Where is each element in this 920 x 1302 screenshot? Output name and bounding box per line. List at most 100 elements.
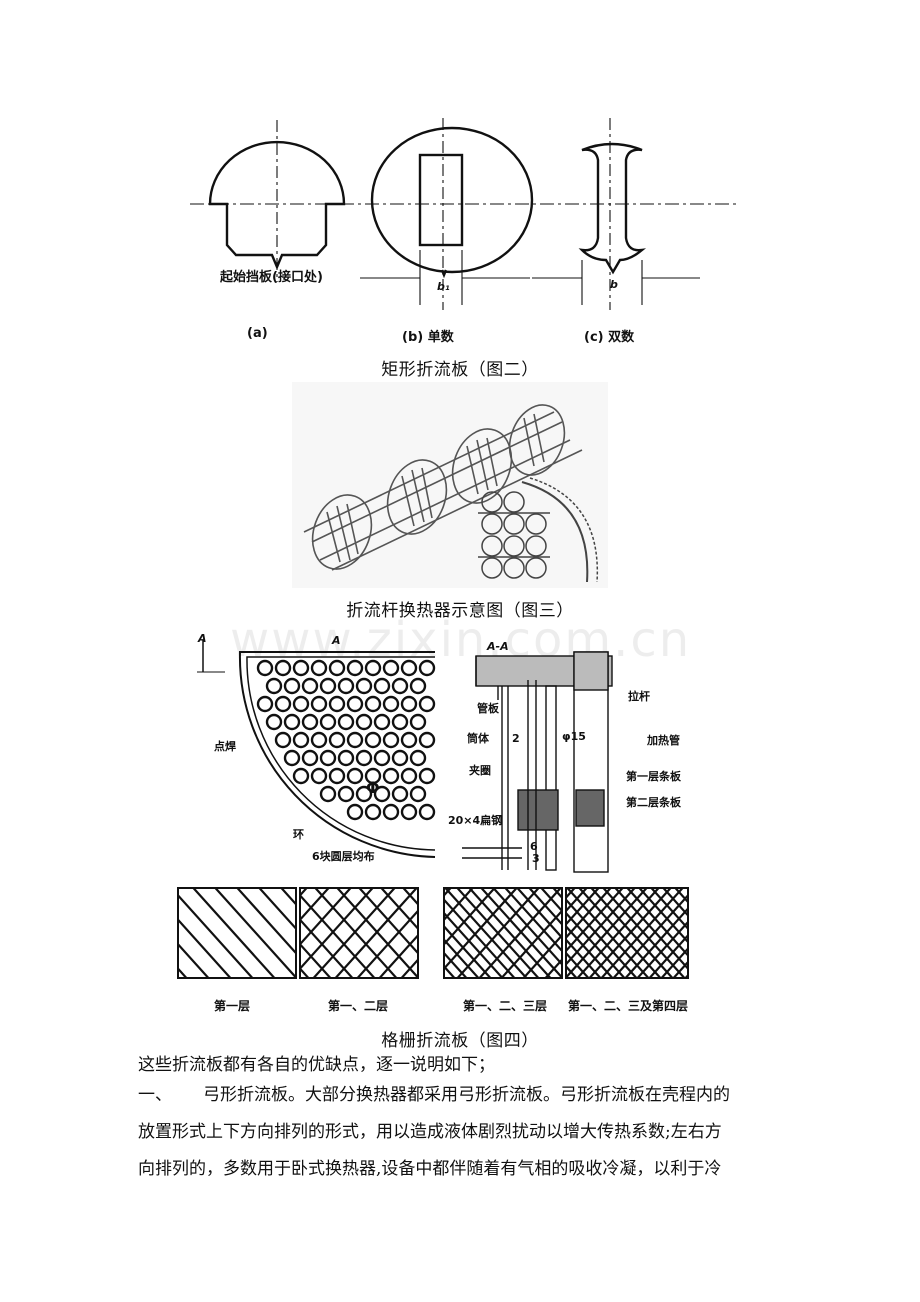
figure4-label-two: 2 xyxy=(512,732,520,745)
grid-strip xyxy=(566,888,625,953)
tube-hole xyxy=(274,731,292,749)
tube-hole xyxy=(346,767,364,785)
figure4-label-ring: 环 xyxy=(293,828,304,841)
grid-strip xyxy=(444,888,497,946)
grid-strip xyxy=(312,888,397,978)
tube-hole xyxy=(373,713,391,731)
tube-hole xyxy=(382,731,400,749)
grid-strip xyxy=(566,888,649,978)
figure2-panel-a: (a) xyxy=(247,326,268,341)
grid-strip xyxy=(235,888,296,955)
grid-strip xyxy=(503,888,562,953)
grid-panel-3 xyxy=(443,887,563,979)
tube-hole xyxy=(292,695,310,713)
tube-hole xyxy=(355,713,373,731)
grid-strip xyxy=(279,888,296,906)
figure2-drawing xyxy=(190,118,738,310)
grid-strip xyxy=(600,888,685,978)
figure2-label-start-baffle: 起始挡板(接口处) xyxy=(220,270,323,285)
tube-hole xyxy=(364,695,382,713)
grid-strip xyxy=(257,888,296,931)
grid-strip xyxy=(400,958,418,978)
figure4-label-guanban: 管板 xyxy=(477,702,499,715)
tube-hole xyxy=(346,731,364,749)
baffle-b-slot xyxy=(418,153,464,247)
tube-hole xyxy=(409,749,427,767)
tube-hole xyxy=(337,749,355,767)
figure4-label-jiare: 加热管 xyxy=(647,734,680,747)
grid-strip xyxy=(178,942,210,978)
figure4-label-jiaquan: 夹圈 xyxy=(469,764,491,777)
baffle-a-outline xyxy=(208,140,346,271)
baffle-b-circle xyxy=(370,126,534,274)
tube-hole xyxy=(292,659,310,677)
figure4-label-layer1-strip: 第一层条板 xyxy=(626,770,681,783)
grid-strip xyxy=(694,882,700,982)
tube-hole xyxy=(301,713,319,731)
grid-strip xyxy=(178,918,232,978)
tube-hole xyxy=(328,767,346,785)
grid-strip xyxy=(213,888,296,978)
tube-hole xyxy=(382,803,400,821)
grid-strip xyxy=(694,882,700,982)
tube-hole xyxy=(319,749,337,767)
tube-hole xyxy=(274,659,292,677)
grid-strip xyxy=(576,888,661,978)
tube-hole xyxy=(337,677,355,695)
tube-hole xyxy=(409,677,427,695)
tube-hole xyxy=(382,767,400,785)
grid-strip xyxy=(191,888,276,978)
grid-strip xyxy=(300,888,331,922)
grid-strip xyxy=(566,888,637,966)
grid-strip xyxy=(444,898,516,978)
figure4-label-flat-steel: 20×4扁钢 xyxy=(448,814,503,827)
tube-hole xyxy=(292,767,310,785)
figure4-section-view xyxy=(462,651,613,873)
body-line3: 向排列的，多数用于卧式换热器,设备中都伴随着有气相的吸收冷凝，以利于冷 xyxy=(138,1159,722,1179)
tube-hole xyxy=(400,803,418,821)
tube-hole xyxy=(256,659,274,677)
grid-layer-label-3: 第一、二、三层 xyxy=(463,999,548,1013)
tube-hole xyxy=(265,713,283,731)
figure4-label-section: A-A xyxy=(487,640,509,653)
tube-hole xyxy=(328,731,346,749)
grid-strip xyxy=(467,888,552,978)
grid-strip xyxy=(401,888,418,906)
tube-hole xyxy=(382,695,400,713)
grid-strip xyxy=(444,888,528,978)
tube-hole xyxy=(382,659,400,677)
baffle-c-outline xyxy=(578,142,647,275)
tube-hole xyxy=(373,785,391,803)
grid-strip xyxy=(444,888,475,922)
tube-hole xyxy=(364,767,382,785)
tube-hole xyxy=(310,767,328,785)
figure4-grid-panels xyxy=(177,882,700,982)
body-item1-line1: 弓形折流板。大部分换热器都采用弓形折流板。弓形折流板在壳程内的 xyxy=(203,1085,730,1105)
grid-strip xyxy=(630,882,700,982)
tube-hole xyxy=(355,677,373,695)
rod-ring-2 xyxy=(386,459,448,535)
rod-ring-4 xyxy=(508,404,566,476)
tube-hole xyxy=(319,785,337,803)
tube-hole xyxy=(292,731,310,749)
grid-layer-label-4: 第一、二、三及第四层 xyxy=(568,999,689,1013)
grid-strip xyxy=(378,933,418,978)
tube-hole xyxy=(346,659,364,677)
figure4-label-lagan: 拉杆 xyxy=(628,690,650,703)
tube-hole xyxy=(328,659,346,677)
figure4-label-A-top: A xyxy=(332,634,341,647)
figure4-label-phi15: φ15 xyxy=(562,730,586,743)
figure4-label-six: 6 xyxy=(530,840,538,853)
figure4-label-phi: Φ xyxy=(366,778,380,797)
grid-strip xyxy=(300,888,375,971)
grid-strip xyxy=(444,951,468,978)
tube-hole xyxy=(337,713,355,731)
tube-hole xyxy=(283,713,301,731)
figure2-label-b1: b₁ xyxy=(437,280,450,293)
tube-hole xyxy=(409,785,427,803)
tube-hole xyxy=(400,731,418,749)
tube-hole xyxy=(418,767,436,785)
grid-strip xyxy=(300,942,332,978)
tube-hole xyxy=(355,749,373,767)
tube-hole xyxy=(256,695,274,713)
